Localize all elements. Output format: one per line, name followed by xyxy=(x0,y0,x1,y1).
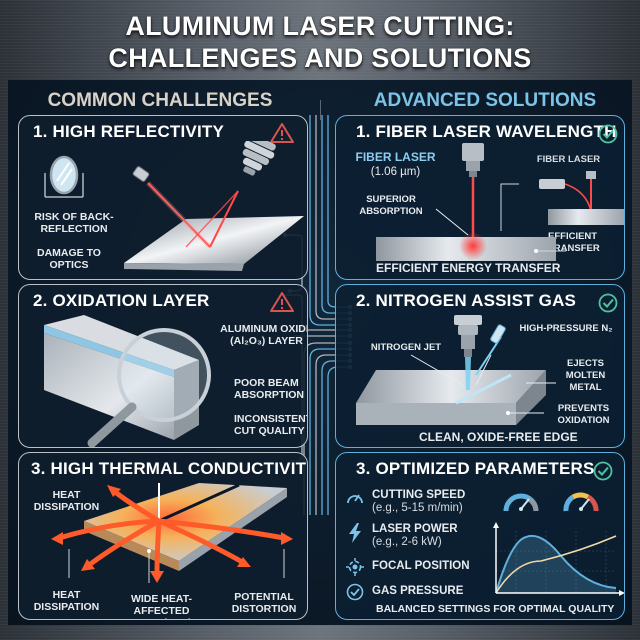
check-circle-icon xyxy=(598,293,618,313)
damage-label: DAMAGE TO OPTICS xyxy=(37,247,101,271)
challenge-panel-reflectivity: 1. HIGH REFLECTIVITY RISK OF BACK-REFLEC… xyxy=(18,115,308,280)
reflection-illustration xyxy=(124,141,304,271)
solutions-heading: ADVANCED SOLUTIONS xyxy=(373,90,597,111)
fiber-laser-illustration xyxy=(376,143,624,261)
transfer-label: EFFICIENT TRANSFER xyxy=(548,231,600,254)
check-circle-icon xyxy=(593,461,613,481)
challenge-panel-oxidation: 2. OXIDATION LAYER ALUMINUM OXIDE (Al₂O₃… xyxy=(18,284,308,448)
panel-title: 3. OPTIMIZED PARAMETERS xyxy=(356,459,595,478)
risk-label: RISK OF BACK-REFLECTION xyxy=(34,211,114,235)
speedometer-icon xyxy=(347,494,363,504)
panel-title: 1. FIBER LASER WAVELENGTH xyxy=(356,122,617,141)
parameter-label: FOCAL POSITION xyxy=(372,560,470,572)
solution-panel-nitrogen: 2. NITROGEN ASSIST GAS HIGH-PRESSURE N₂ … xyxy=(335,284,625,448)
absorption-label: POOR BEAM ABSORPTION xyxy=(234,377,305,401)
parameter-label: CUTTING SPEED xyxy=(372,489,466,501)
fiber-laser-inset-label: FIBER LASER xyxy=(536,154,601,165)
panel-title: 3. HIGH THERMAL CONDUCTIVITY xyxy=(31,459,308,478)
column-divider xyxy=(320,100,321,120)
fiber-laser-label: FIBER LASER xyxy=(355,150,436,164)
parameter-value: (e.g., 2-6 kW) xyxy=(372,536,442,548)
title-line-1: ALUMINUM LASER CUTTING: xyxy=(125,11,515,41)
absorption-label: SUPERIOR ABSORPTION xyxy=(359,194,423,217)
distortion-label: POTENTIAL DISTORTION xyxy=(231,591,297,615)
page-title: ALUMINUM LASER CUTTING: CHALLENGES AND S… xyxy=(0,10,640,74)
nitrogen-jet-label: NITROGEN JET xyxy=(370,342,442,353)
high-pressure-label: HIGH-PRESSURE N₂ xyxy=(519,323,613,334)
panel-caption: BALANCED SETTINGS FOR OPTIMAL QUALITY xyxy=(376,603,615,615)
panel-title: 2. NITROGEN ASSIST GAS xyxy=(356,291,577,310)
nitrogen-assist-illustration xyxy=(356,315,556,425)
warning-triangle-icon xyxy=(270,123,294,143)
check-circle-icon xyxy=(346,583,364,601)
parameter-value: (e.g., 5-15 m/min) xyxy=(372,502,463,514)
oxide-label: ALUMINUM OXIDE (Al₂O₃) LAYER xyxy=(220,323,308,347)
parameter-cutting-speed: CUTTING SPEED (e.g., 5-15 m/min) xyxy=(346,489,465,515)
panel-caption: CLEAN, OXIDE-FREE EDGE xyxy=(419,430,578,444)
ejects-label: EJECTS MOLTEN METAL xyxy=(565,358,606,393)
challenge-panel-thermal: 3. HIGH THERMAL CONDUCTIVITY xyxy=(18,452,308,620)
parameter-label: GAS PRESSURE xyxy=(372,585,464,597)
mirror-icon xyxy=(44,155,84,198)
lightning-icon xyxy=(349,523,361,543)
solution-panel-parameters: 3. OPTIMIZED PARAMETERS CUTTING SPEED (e… xyxy=(335,452,625,620)
parameter-gas-pressure: GAS PRESSURE xyxy=(346,583,463,601)
prevents-label: PREVENTS OXIDATION xyxy=(557,403,610,426)
dissipation-top-label: HEAT DISSIPATION xyxy=(33,489,100,513)
panel-caption: EFFICIENT ENERGY TRANSFER xyxy=(376,261,561,275)
panel-title: 1. HIGH REFLECTIVITY xyxy=(33,122,225,141)
panel-title: 2. OXIDATION LAYER xyxy=(33,291,210,310)
dissipation-bottom-label: HEAT DISSIPATION xyxy=(33,589,100,613)
solution-panel-fiber-laser: 1. FIBER LASER WAVELENGTH FIBER LASER (1… xyxy=(335,115,625,280)
haz-label: WIDE HEAT-AFFECTED ZONE (HAZ) xyxy=(130,593,193,619)
title-line-2: CHALLENGES AND SOLUTIONS xyxy=(108,43,532,73)
heat-dissipation-illustration xyxy=(51,483,293,583)
crosshair-icon xyxy=(346,558,364,576)
parameter-chart-illustration xyxy=(493,492,624,596)
warning-triangle-icon xyxy=(270,292,294,312)
parameter-label: LASER POWER xyxy=(372,523,458,535)
quality-label: INCONSISTENT CUT QUALITY xyxy=(234,413,308,437)
wavelength-label: (1.06 µm) xyxy=(370,166,421,178)
parameter-focal-position: FOCAL POSITION xyxy=(346,558,470,576)
challenges-heading: COMMON CHALLENGES xyxy=(47,90,273,111)
oxide-magnifier-illustration xyxy=(44,315,211,447)
check-circle-icon xyxy=(598,124,618,144)
parameter-laser-power: LASER POWER (e.g., 2-6 kW) xyxy=(346,523,458,549)
